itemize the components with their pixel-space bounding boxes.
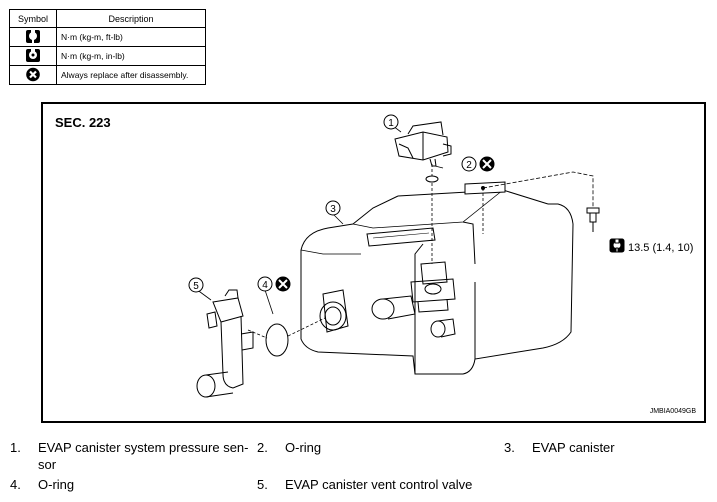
legend-description: N·m (kg-m, ft-lb) <box>56 27 206 47</box>
part-name-continued: sor <box>38 457 57 472</box>
legend-description: Always replace after disassembly. <box>56 65 206 85</box>
part-name: EVAP canister vent control valve <box>285 477 473 492</box>
legend-description: N·m (kg-m, in-lb) <box>56 46 206 66</box>
callout-2-label: 2 <box>466 160 472 171</box>
part-number: 4. <box>10 477 21 492</box>
part-name: EVAP canister <box>532 440 615 455</box>
callout-1-label: 1 <box>388 118 394 129</box>
o-ring-upper-part <box>425 175 439 183</box>
evap-canister-part <box>300 181 574 375</box>
torque-wrench-icon <box>26 29 40 43</box>
callout-4: 4 <box>257 276 291 292</box>
callout-5-label: 5 <box>193 281 199 292</box>
exploded-view-figure: SEC. 223 <box>41 102 706 423</box>
symbol-legend-table: Symbol Description N·m (kg-m, ft-lb) N·m… <box>9 9 206 85</box>
replace-x-icon <box>26 67 40 81</box>
callout-2: 2 <box>461 156 495 172</box>
legend-header-symbol: Symbol <box>9 9 57 28</box>
part-number: 2. <box>257 440 268 455</box>
part-number: 3. <box>504 440 515 455</box>
part-number: 1. <box>10 440 21 455</box>
torque-wrench-icon <box>609 238 625 253</box>
vent-control-valve-part <box>196 289 254 398</box>
section-label: SEC. 223 <box>55 115 111 130</box>
figure-id: JMBIA0049GB <box>649 408 696 415</box>
callout-4-label: 4 <box>262 280 268 291</box>
callout-1: 1 <box>383 114 399 130</box>
callout-5: 5 <box>188 277 204 293</box>
bolt-part <box>586 207 600 232</box>
part-name: EVAP canister system pressure sen- <box>38 440 249 455</box>
pressure-sensor-part <box>394 121 452 167</box>
torque-spec: 13.5 (1.4, 10) <box>628 242 694 254</box>
torque-wrench-small-icon <box>26 48 40 62</box>
callout-3-label: 3 <box>330 204 336 215</box>
part-number: 5. <box>257 477 268 492</box>
o-ring-lower-part <box>265 323 289 357</box>
part-name: O-ring <box>285 440 322 455</box>
evap-canister-drawing: 1 2 3 4 5 <box>188 114 625 398</box>
legend-header-description: Description <box>56 9 206 28</box>
part-name: O-ring <box>38 477 75 492</box>
callout-3: 3 <box>325 200 341 216</box>
